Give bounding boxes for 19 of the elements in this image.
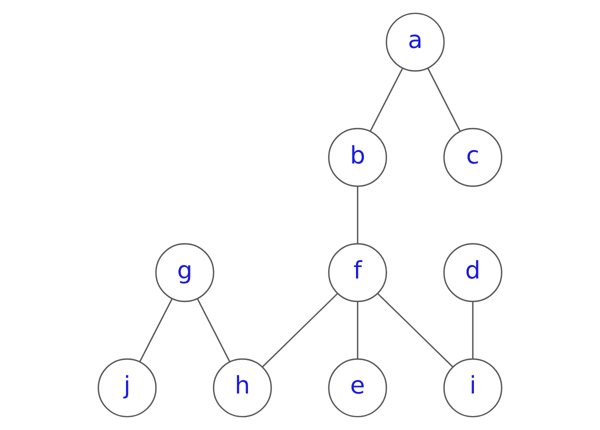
connector	[356, 186, 358, 244]
node-circle: j	[98, 358, 157, 418]
connector	[370, 68, 404, 132]
connector	[196, 298, 230, 362]
node-circle: a	[386, 12, 445, 72]
connector	[427, 68, 461, 132]
node-circle: h	[212, 358, 272, 418]
connector	[472, 302, 474, 359]
connector	[262, 293, 338, 368]
node-circle: b	[328, 128, 388, 187]
node-circle: c	[443, 128, 502, 187]
node-circle: d	[443, 243, 502, 302]
node-circle: e	[328, 358, 388, 418]
node-circle: g	[155, 243, 214, 302]
connector	[377, 293, 454, 368]
connector	[356, 302, 358, 359]
connector	[139, 298, 173, 362]
node-circle: f	[328, 243, 388, 302]
node-circle: i	[443, 358, 502, 418]
